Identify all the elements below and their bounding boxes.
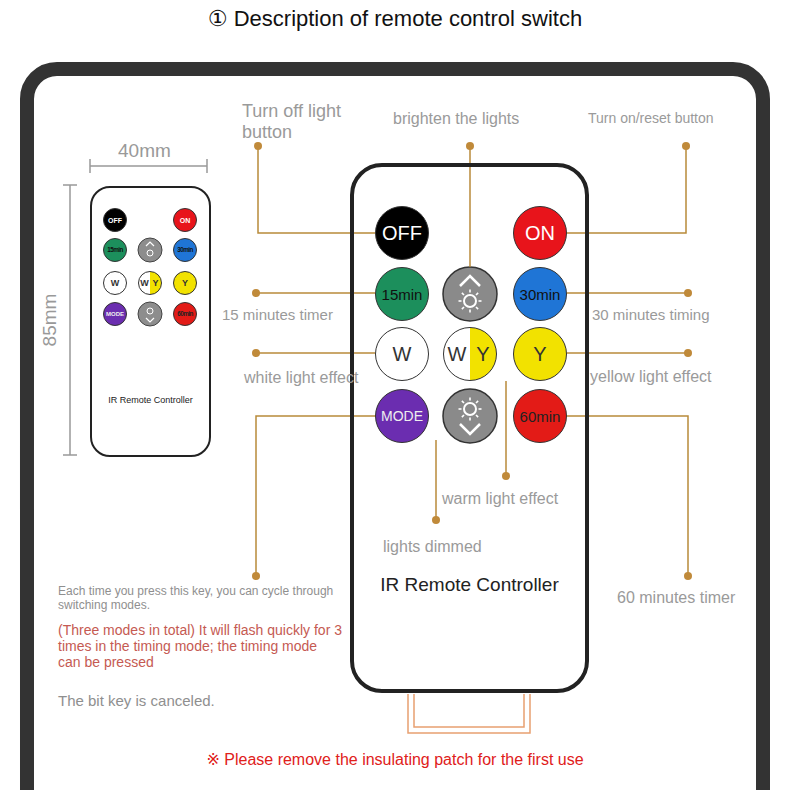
button-label: Y	[533, 344, 546, 364]
remote-button: OFF	[375, 206, 429, 260]
callout-label: white light effect	[244, 369, 358, 387]
dimension-label: 40mm	[118, 140, 171, 162]
dimension-label: 85mm	[39, 294, 61, 347]
button-label: MODE	[381, 409, 423, 423]
diagram-title: ① Description of remote control switch	[0, 6, 790, 31]
note: ※ Please remove the insulating patch for…	[0, 751, 790, 769]
remote-model-text: IR Remote Controller	[354, 575, 585, 594]
callout-label: 15 minutes timer	[222, 306, 333, 323]
button-label: W	[444, 344, 470, 364]
button-label: Y	[182, 279, 188, 288]
button-label: OFF	[382, 223, 422, 243]
remote-button: ON	[173, 208, 197, 232]
remote-button: WY	[138, 271, 162, 295]
remote-button: 15min	[103, 238, 127, 262]
button-label: ON	[180, 217, 191, 224]
button-label: ON	[525, 223, 555, 243]
callout-label: 60 minutes timer	[617, 589, 735, 607]
leader-dots	[252, 142, 692, 580]
button-label: Y	[470, 344, 496, 364]
callout-label: Turn on/reset button	[588, 110, 714, 126]
note: Each time you press this key, you can cy…	[58, 585, 343, 613]
frame	[27, 69, 763, 790]
callout-label: warm light effect	[442, 490, 558, 508]
callout-label: 30 minutes timing	[592, 306, 710, 323]
button-label: 15min	[382, 287, 423, 302]
button-label: 30min	[520, 287, 561, 302]
dimension-lines	[63, 159, 207, 455]
callout-label: yellow light effect	[590, 368, 712, 386]
button-label: 60min	[520, 409, 561, 424]
remote-button: W	[375, 327, 429, 381]
remote-button: 30min	[513, 267, 567, 321]
button-label: 15min	[107, 247, 123, 253]
button-label: 30min	[177, 247, 193, 253]
remote-button: 60min	[173, 302, 197, 326]
remote-body: IR Remote ControllerOFFON15min30minWWYYM…	[90, 186, 211, 457]
button-label: OFF	[108, 217, 122, 224]
remote-body: IR Remote ControllerOFFON15min30minWWYYM…	[350, 163, 589, 693]
button-label: W	[111, 279, 120, 288]
icon-buttons-large	[443, 267, 497, 443]
remote-button: WY	[443, 327, 497, 381]
button-label: 60min	[177, 311, 193, 317]
remote-button: 30min	[173, 238, 197, 262]
remote-button: Y	[513, 327, 567, 381]
remote-button: MODE	[103, 302, 127, 326]
remote-stand	[408, 694, 530, 733]
button-label: W	[139, 279, 150, 288]
remote-button: 15min	[375, 267, 429, 321]
remote-button: ON	[513, 206, 567, 260]
remote-button: Y	[173, 271, 197, 295]
callout-label: brighten the lights	[393, 110, 519, 128]
icon-buttons-small	[138, 238, 162, 326]
remote-button: 60min	[513, 389, 567, 443]
remote-button: MODE	[375, 389, 429, 443]
callout-label: Turn off light button	[242, 101, 377, 142]
button-label: MODE	[106, 311, 124, 317]
button-label: W	[393, 344, 412, 364]
leader-lines	[256, 146, 688, 576]
remote-button: OFF	[103, 208, 127, 232]
note: The bit key is canceled.	[58, 692, 215, 709]
callout-label: lights dimmed	[383, 538, 482, 556]
button-label: Y	[150, 279, 161, 288]
remote-button: W	[103, 271, 127, 295]
note: (Three modes in total) It will flash qui…	[58, 622, 343, 670]
remote-model-text: IR Remote Controller	[92, 396, 209, 405]
